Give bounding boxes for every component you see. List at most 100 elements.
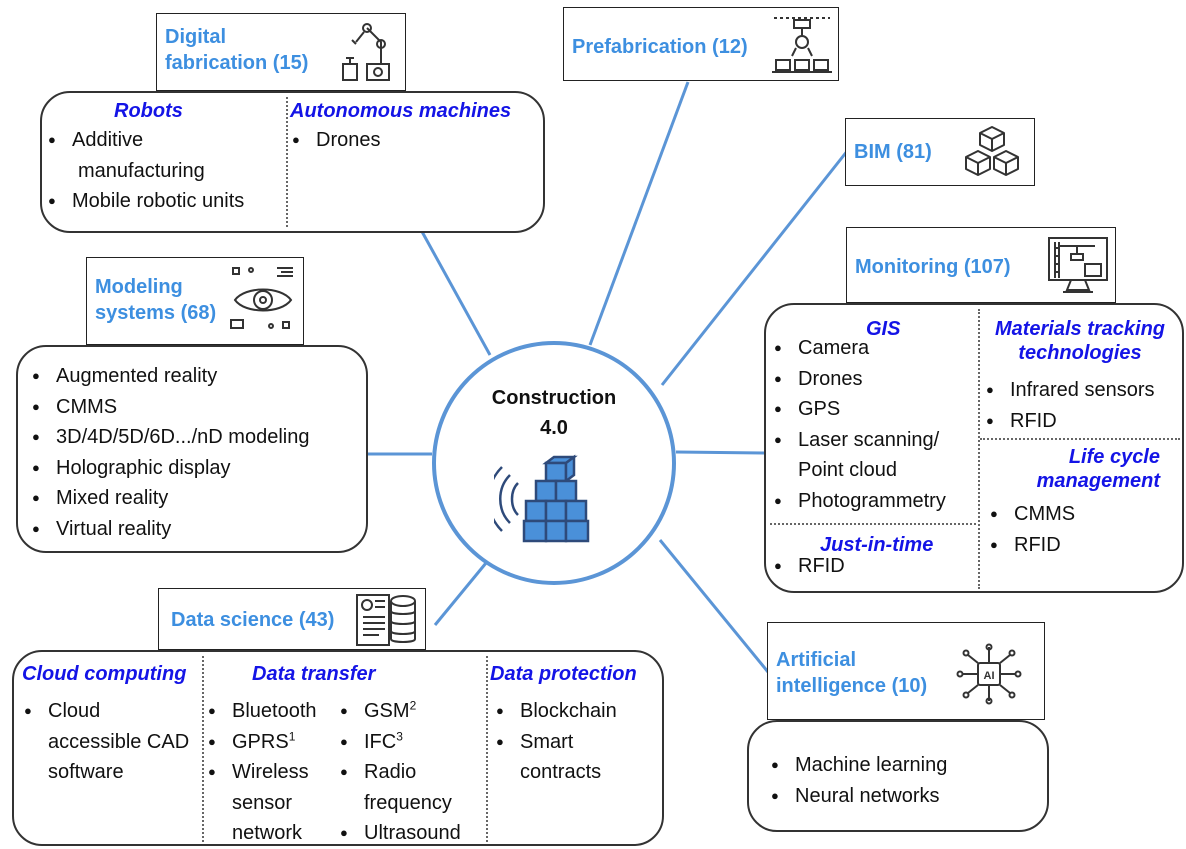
data-transfer-list-2: GSM2 IFC3 Radio frequency Ultrasound [340, 696, 461, 849]
list-item: RFID [986, 406, 1155, 437]
list-item: Drones [774, 364, 946, 395]
modeling-panel: Augmented reality CMMS 3D/4D/5D/6D.../nD… [16, 345, 368, 553]
list-item: Machine learning [771, 750, 947, 781]
cubes-icon [965, 126, 1019, 176]
gis-list: Camera Drones GPS Laser scanning/ Point … [774, 333, 946, 516]
modeling-list: Augmented reality CMMS 3D/4D/5D/6D.../nD… [32, 361, 309, 544]
list-item-continued: network [232, 822, 303, 844]
list-item-continued: sensor [232, 791, 293, 814]
connector-data-science [433, 562, 488, 626]
list-item: Cloud [24, 696, 189, 727]
list-item-continued: manufacturing [78, 159, 205, 182]
list-item: Blockchain [496, 696, 617, 727]
connector-digital-fabrication [418, 227, 492, 356]
list-item: Bluetooth [208, 696, 317, 727]
list-item: Wireless [208, 757, 317, 788]
data-science-panel: Cloud computing Cloud accessible CAD sof… [12, 650, 664, 849]
monitor-crane-icon [1048, 237, 1108, 293]
construction-hub: Construction 4.0 [432, 341, 676, 585]
hub-title-line1: Construction [491, 387, 617, 409]
monitoring-title: Monitoring (107) [855, 256, 1011, 278]
column-divider [486, 656, 488, 842]
list-item-continued: frequency [364, 791, 452, 814]
ai-list: Machine learning Neural networks [771, 750, 947, 811]
autonomous-machines-header: Autonomous machines [290, 100, 512, 122]
data-science-title: Data science (43) [171, 609, 335, 631]
hub-title-line2: 4.0 [540, 417, 568, 439]
materials-tracking-list: Infrared sensors RFID [986, 375, 1155, 436]
list-item: Camera [774, 333, 946, 364]
just-in-time-header: Just-in-time [820, 534, 934, 556]
list-item: Holographic display [32, 453, 309, 484]
eye-gear-icon [230, 267, 293, 329]
monitoring-title-box: Monitoring (107) [846, 227, 1116, 303]
data-transfer-header: Data transfer [252, 663, 376, 685]
list-item: Additive [48, 125, 244, 156]
list-item: Laser scanning/ [774, 425, 946, 456]
list-item: CMMS [32, 392, 309, 423]
robots-header: Robots [114, 100, 183, 122]
just-in-time-list: RFID [774, 551, 845, 582]
list-item: Virtual reality [32, 514, 309, 545]
materials-divider [980, 438, 1180, 440]
list-item: RFID [990, 530, 1075, 561]
gis-divider [770, 523, 976, 525]
data-protection-list: Blockchain Smart contracts [496, 696, 617, 788]
data-science-title-box: Data science (43) [158, 588, 426, 650]
svg-text:AI: AI [984, 670, 995, 682]
column-divider [978, 309, 980, 589]
list-item: Infrared sensors [986, 375, 1155, 406]
connector-ai [658, 539, 770, 673]
list-item-continued: software [48, 761, 124, 783]
connector-monitoring [675, 450, 766, 455]
list-item: Drones [292, 125, 380, 156]
list-item-continued: accessible CAD [48, 730, 190, 753]
life-cycle-list: CMMS RFID [990, 499, 1075, 560]
ai-panel: Machine learning Neural networks [747, 720, 1049, 832]
list-item: Mixed reality [32, 483, 309, 514]
bim-title: BIM (81) [854, 141, 932, 163]
assembly-line-icon [772, 17, 832, 73]
list-item-continued: Point cloud [798, 459, 897, 481]
data-transfer-list-1: Bluetooth GPRS1 Wireless sensor network [208, 696, 317, 849]
list-item: 3D/4D/5D/6D.../nD modeling [32, 422, 309, 453]
list-item: Mobile robotic units [48, 186, 244, 217]
list-item: GPS [774, 394, 946, 425]
wireless-blocks-icon [494, 454, 590, 543]
list-item: CMMS [990, 499, 1075, 530]
list-item: RFID [774, 551, 845, 582]
prefabrication-title-box: Prefabrication (12) [563, 7, 839, 81]
data-protection-header: Data protection [490, 663, 637, 685]
robots-list: Additive manufacturing Mobile robotic un… [48, 125, 244, 217]
robot-arm-icon [342, 23, 390, 81]
list-item-continued: contracts [520, 761, 602, 783]
autonomous-machines-list: Drones [292, 125, 380, 156]
ai-brain-icon: AI [956, 643, 1022, 705]
list-item: Augmented reality [32, 361, 309, 392]
prefabrication-title: Prefabrication (12) [572, 36, 748, 58]
database-report-icon [356, 594, 416, 646]
column-divider [202, 656, 204, 842]
list-item: Ultrasound [340, 818, 461, 849]
column-divider [286, 97, 288, 227]
list-item: Neural networks [771, 781, 947, 812]
list-item: Radio [340, 757, 461, 788]
list-item: GPRS1 [208, 727, 317, 758]
connector-bim [660, 149, 850, 386]
list-item: GSM2 [340, 696, 461, 727]
connector-prefabrication [588, 81, 690, 346]
cloud-computing-list: Cloud accessible CAD software [24, 696, 189, 788]
digital-fabrication-panel: Robots Additive manufacturing Mobile rob… [40, 91, 545, 233]
list-item: Smart [496, 727, 617, 758]
bim-title-box: BIM (81) [845, 118, 1035, 186]
list-item: IFC3 [340, 727, 461, 758]
